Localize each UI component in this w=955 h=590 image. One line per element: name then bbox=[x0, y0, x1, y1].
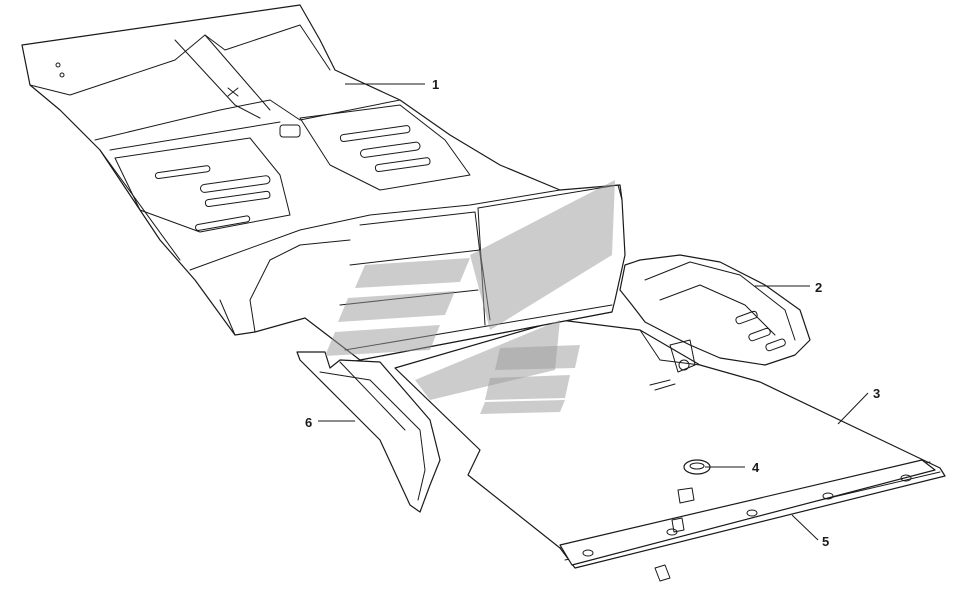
part-2-heat-shield bbox=[619, 254, 811, 391]
callout-1: 1 bbox=[432, 77, 439, 92]
part-6-side-bracket bbox=[296, 351, 441, 513]
part-1-floor-pan bbox=[21, 4, 626, 363]
callout-5: 5 bbox=[822, 534, 829, 549]
callout-6: 6 bbox=[305, 415, 312, 430]
watermark-logo bbox=[325, 180, 615, 414]
leader-lines bbox=[318, 83, 869, 541]
callout-3: 3 bbox=[873, 386, 880, 401]
callout-4: 4 bbox=[752, 460, 760, 475]
fasteners bbox=[654, 487, 695, 582]
callout-2: 2 bbox=[815, 280, 822, 295]
part-5-edge-rail bbox=[559, 459, 936, 566]
